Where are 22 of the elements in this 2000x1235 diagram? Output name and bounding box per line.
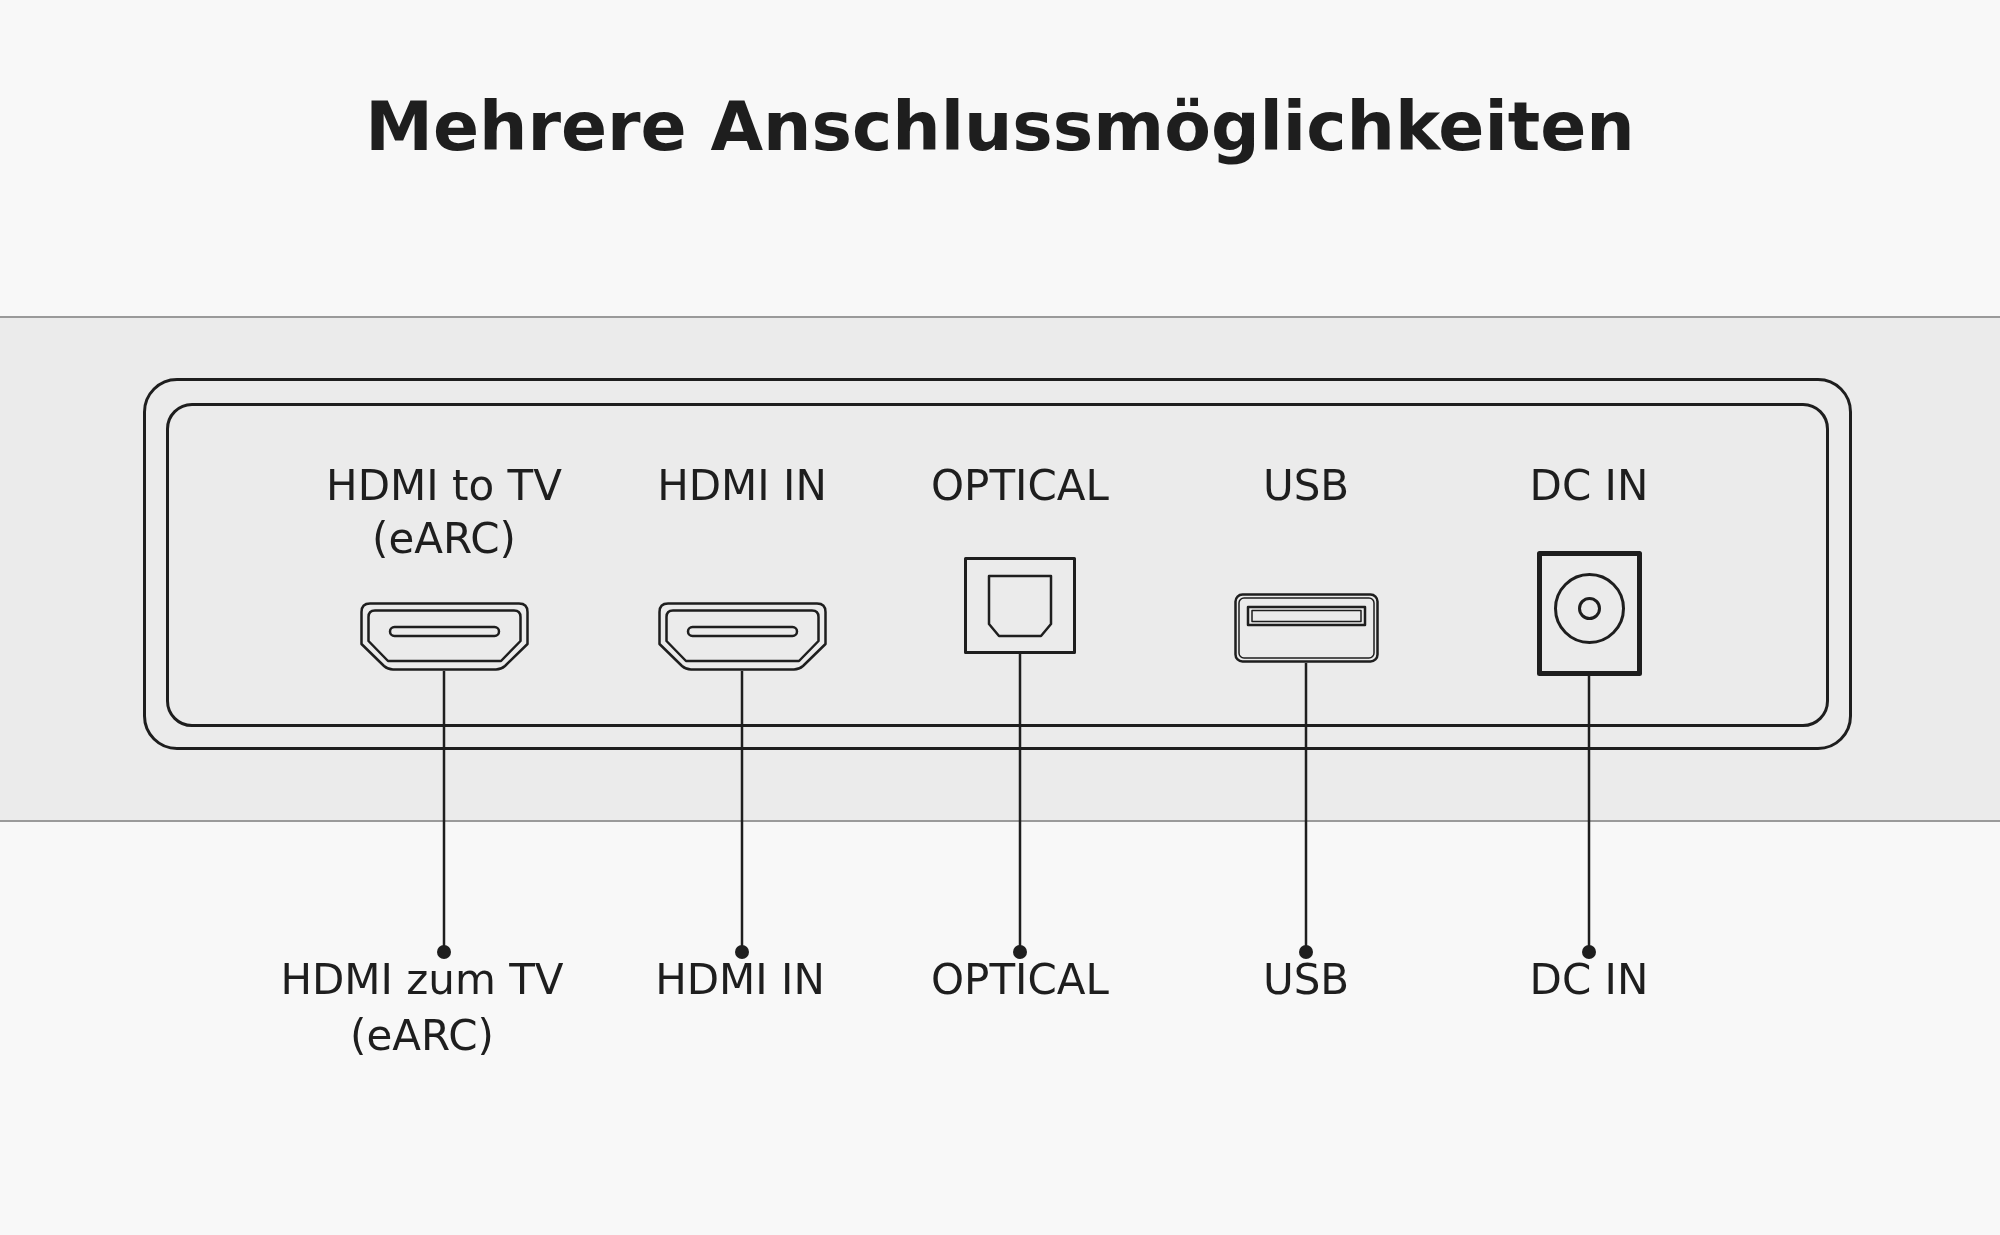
leader-line [735, 671, 749, 959]
leader-line [1013, 654, 1027, 959]
callout-label: HDMI zum TV (eARC) [257, 952, 587, 1064]
hdmi-port-icon [657, 602, 827, 671]
hdmi-port-icon [359, 602, 529, 671]
leader-line [1582, 676, 1596, 959]
title: Mehrere Anschlussmöglichkeiten [365, 86, 1635, 168]
callout-label: USB [1262, 952, 1350, 1008]
usb-port-icon [1233, 593, 1379, 663]
leader-line [1299, 663, 1313, 959]
optical-port-icon [964, 557, 1076, 654]
port-label: OPTICAL [931, 460, 1109, 512]
callout-label: OPTICAL [931, 952, 1109, 1008]
port-label: HDMI IN [657, 460, 827, 512]
leader-line [437, 671, 451, 959]
callout-label: HDMI IN [655, 952, 825, 1008]
device-panel [143, 378, 1852, 750]
port-label: USB [1262, 460, 1350, 512]
dc-jack-icon [1536, 551, 1642, 676]
port-label: HDMI to TV (eARC) [325, 460, 563, 565]
port-label: DC IN [1529, 460, 1649, 512]
callout-label: DC IN [1529, 952, 1649, 1008]
